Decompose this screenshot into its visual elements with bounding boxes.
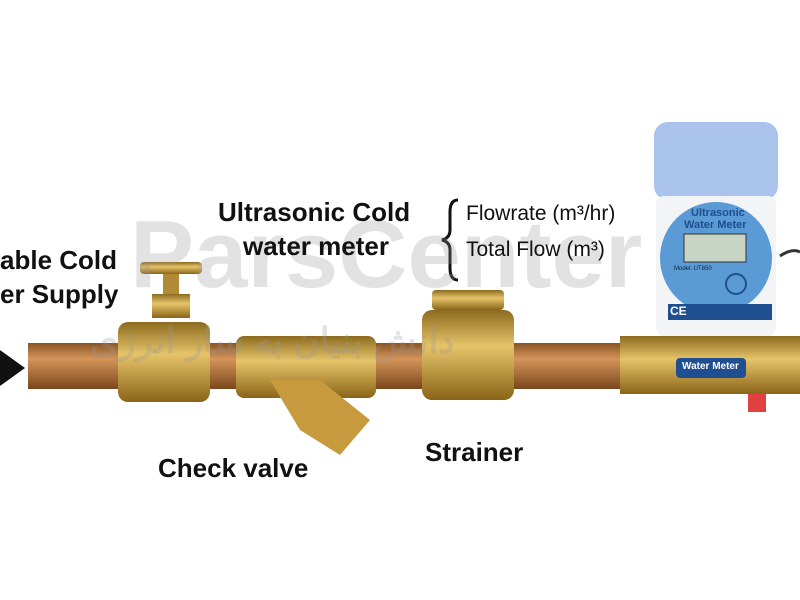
check-valve-label: Check valve (158, 453, 309, 483)
supply-label-line2: er Supply (0, 279, 119, 309)
check-valve (422, 290, 514, 400)
gate-valve (118, 262, 210, 402)
meter-label-line2: water meter (243, 231, 389, 261)
meter-label-line1: Ultrasonic Cold (218, 197, 411, 227)
ce-mark: CE (670, 304, 687, 318)
flow-arrow-icon (0, 350, 25, 386)
watermark-brand: ParsCenter (130, 201, 643, 308)
meter-band-label: Water Meter (682, 361, 739, 372)
curly-brace-icon (441, 198, 459, 282)
y-strainer (236, 336, 376, 455)
total-flow-label: Total Flow (m³) (466, 238, 605, 261)
watermark-persian: دانش بنیان به ساز انرژی (90, 320, 455, 361)
meter-model: Model: UT850 (674, 266, 712, 272)
meter-face-line2: Water Meter (684, 219, 747, 231)
water-meter (620, 122, 800, 412)
supply-label-line1: able Cold (0, 245, 118, 275)
strainer-label: Strainer (425, 437, 524, 467)
flowrate-label: Flowrate (m³/hr) (466, 202, 616, 225)
meter-face-line1: Ultrasonic (691, 207, 745, 219)
